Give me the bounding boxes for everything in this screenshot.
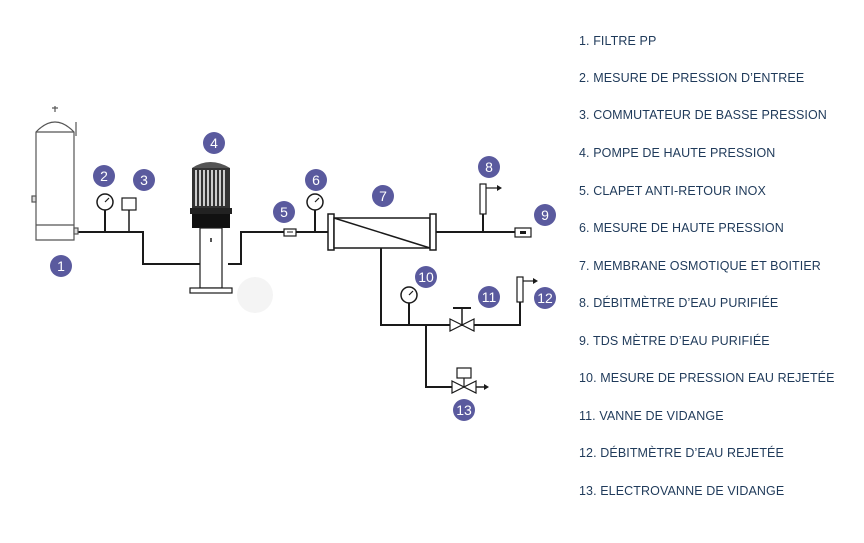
svg-text:8: 8 [485,159,493,175]
badges: 1 2 3 4 5 6 7 8 9 10 11 12 13 [50,132,556,421]
legend-item: 11. VANNE DE VIDANGE [579,409,724,423]
badge-3: 3 [133,169,155,191]
tds-meter-icon [514,227,532,238]
badge-12: 12 [534,287,556,309]
check-valve-icon [283,228,297,237]
legend-item: 7. MEMBRANE OSMOTIQUE ET BOITIER [579,259,821,273]
badge-13: 13 [453,399,475,421]
low-pressure-switch-icon [121,197,137,232]
drain-valve-icon [449,307,475,332]
svg-text:12: 12 [537,290,553,306]
high-pressure-pump-icon [189,162,233,294]
legend-item: 5. CLAPET ANTI-RETOUR INOX [579,184,766,198]
inlet-pressure-gauge-icon [96,193,114,211]
badge-7: 7 [372,185,394,207]
svg-text:5: 5 [280,204,288,220]
svg-text:9: 9 [541,207,549,223]
badge-10: 10 [415,266,437,288]
reject-pressure-gauge-icon [400,286,418,304]
svg-text:2: 2 [100,168,108,184]
legend-item: 4. POMPE DE HAUTE PRESSION [579,146,776,160]
svg-text:10: 10 [418,269,434,285]
badge-11: 11 [478,286,500,308]
svg-text:11: 11 [482,289,497,305]
legend-item: 6. MESURE DE HAUTE PRESSION [579,221,784,235]
svg-text:3: 3 [140,172,148,188]
badge-2: 2 [93,165,115,187]
legend-item: 9. TDS MÈTRE D’EAU PURIFIÉE [579,334,770,348]
svg-text:13: 13 [456,402,472,418]
badge-6: 6 [305,169,327,191]
badge-5: 5 [273,201,295,223]
permeate-flowmeter-icon [479,183,502,215]
legend-item: 10. MESURE DE PRESSION EAU REJETÉE [579,371,835,385]
legend-item: 2. MESURE DE PRESSION D’ENTREE [579,71,805,85]
svg-text:7: 7 [379,188,387,204]
solenoid-valve-icon [451,367,489,394]
reject-flowmeter-icon [516,276,538,303]
pp-filter-icon [31,106,79,241]
badge-9: 9 [534,204,556,226]
legend-item: 1. FILTRE PP [579,34,657,48]
badge-8: 8 [478,156,500,178]
badge-4: 4 [203,132,225,154]
membrane-housing-icon [327,213,437,251]
legend-item: 13. ELECTROVANNE DE VIDANGE [579,484,785,498]
badge-1: 1 [50,255,72,277]
high-pressure-gauge-icon [306,193,324,211]
svg-text:1: 1 [57,258,65,274]
svg-text:4: 4 [210,135,218,151]
legend-item: 12. DÉBITMÈTRE D’EAU REJETÉE [579,446,784,460]
svg-text:6: 6 [312,172,320,188]
legend-item: 3. COMMUTATEUR DE BASSE PRESSION [579,108,827,122]
legend-item: 8. DÉBITMÈTRE D’EAU PURIFIÉE [579,296,779,310]
